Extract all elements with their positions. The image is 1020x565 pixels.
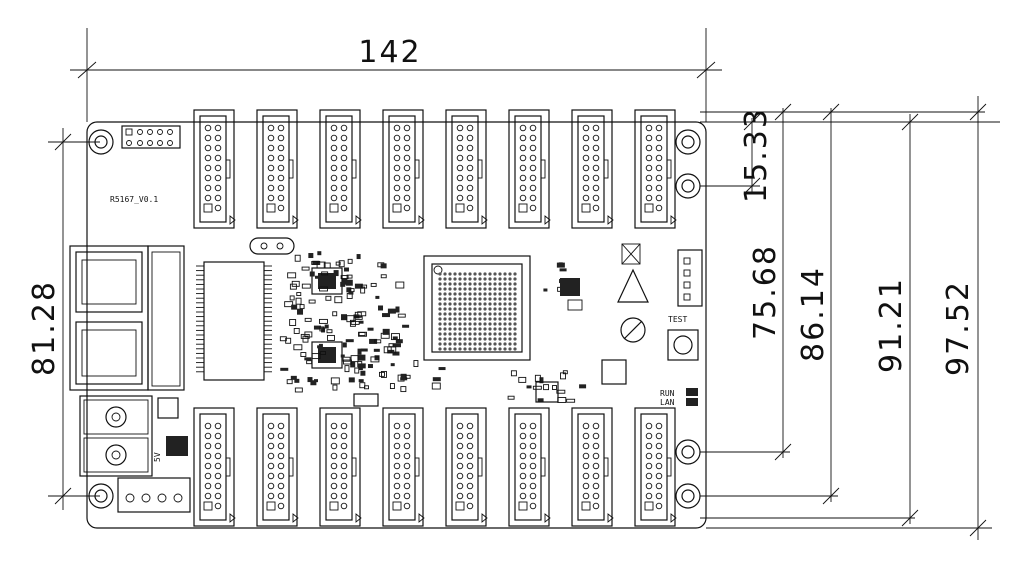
dimension-d5-label: 97.52 bbox=[941, 280, 976, 376]
dimension-right-group: 15.33 75.68 86.14 91.21 97.52 bbox=[700, 96, 1000, 540]
power-connector-block: 5V bbox=[79, 395, 191, 513]
connector-top-7 bbox=[571, 109, 614, 229]
smd-components bbox=[279, 251, 587, 403]
connector-top-2 bbox=[256, 109, 299, 229]
bottom-connector-row bbox=[193, 407, 677, 527]
side-header bbox=[677, 249, 703, 307]
connector-bottom-6 bbox=[508, 407, 551, 527]
lan-label: LAN bbox=[660, 398, 675, 407]
connector-top-4 bbox=[382, 109, 425, 229]
connector-top-6 bbox=[508, 109, 551, 229]
dimension-height-left: 81.28 bbox=[27, 128, 100, 510]
led-indicators bbox=[686, 388, 698, 406]
board-name-label: R5167_V0.1 bbox=[110, 195, 158, 204]
fpga-bga-chip bbox=[423, 255, 531, 361]
memory-ic bbox=[196, 261, 272, 381]
esd-symbols bbox=[617, 243, 649, 343]
test-label: TEST bbox=[668, 315, 687, 324]
connector-bottom-7 bbox=[571, 407, 614, 527]
run-label: RUN bbox=[660, 389, 675, 398]
connector-top-1 bbox=[193, 109, 236, 229]
test-button: TEST bbox=[667, 315, 699, 361]
small-ic-lower bbox=[311, 341, 343, 369]
connector-bottom-1 bbox=[193, 407, 236, 527]
dimension-width-label: 142 bbox=[358, 35, 421, 70]
connector-bottom-2 bbox=[256, 407, 299, 527]
connector-top-8 bbox=[634, 109, 677, 229]
connector-bottom-5 bbox=[445, 407, 488, 527]
five-volt-label: 5V bbox=[153, 452, 162, 462]
connector-bottom-8 bbox=[634, 407, 677, 527]
network-jack-block bbox=[69, 245, 185, 391]
header-2x5 bbox=[121, 125, 181, 149]
dimension-d2-label: 75.68 bbox=[748, 244, 783, 340]
voltage-regulator bbox=[353, 278, 627, 407]
connector-bottom-4 bbox=[382, 407, 425, 527]
connector-bottom-3 bbox=[319, 407, 362, 527]
dimension-width: 142 bbox=[70, 28, 722, 122]
dimension-d4-label: 91.21 bbox=[874, 277, 909, 373]
connector-top-3 bbox=[319, 109, 362, 229]
mounting-holes bbox=[88, 129, 701, 509]
dimension-d3-label: 86.14 bbox=[796, 266, 831, 362]
dimension-height-left-label: 81.28 bbox=[27, 280, 62, 376]
connector-top-5 bbox=[445, 109, 488, 229]
board-outline bbox=[86, 121, 707, 529]
crystal-oscillator bbox=[249, 237, 295, 255]
top-connector-row bbox=[193, 109, 677, 229]
dimension-d1-label: 15.33 bbox=[739, 107, 774, 203]
